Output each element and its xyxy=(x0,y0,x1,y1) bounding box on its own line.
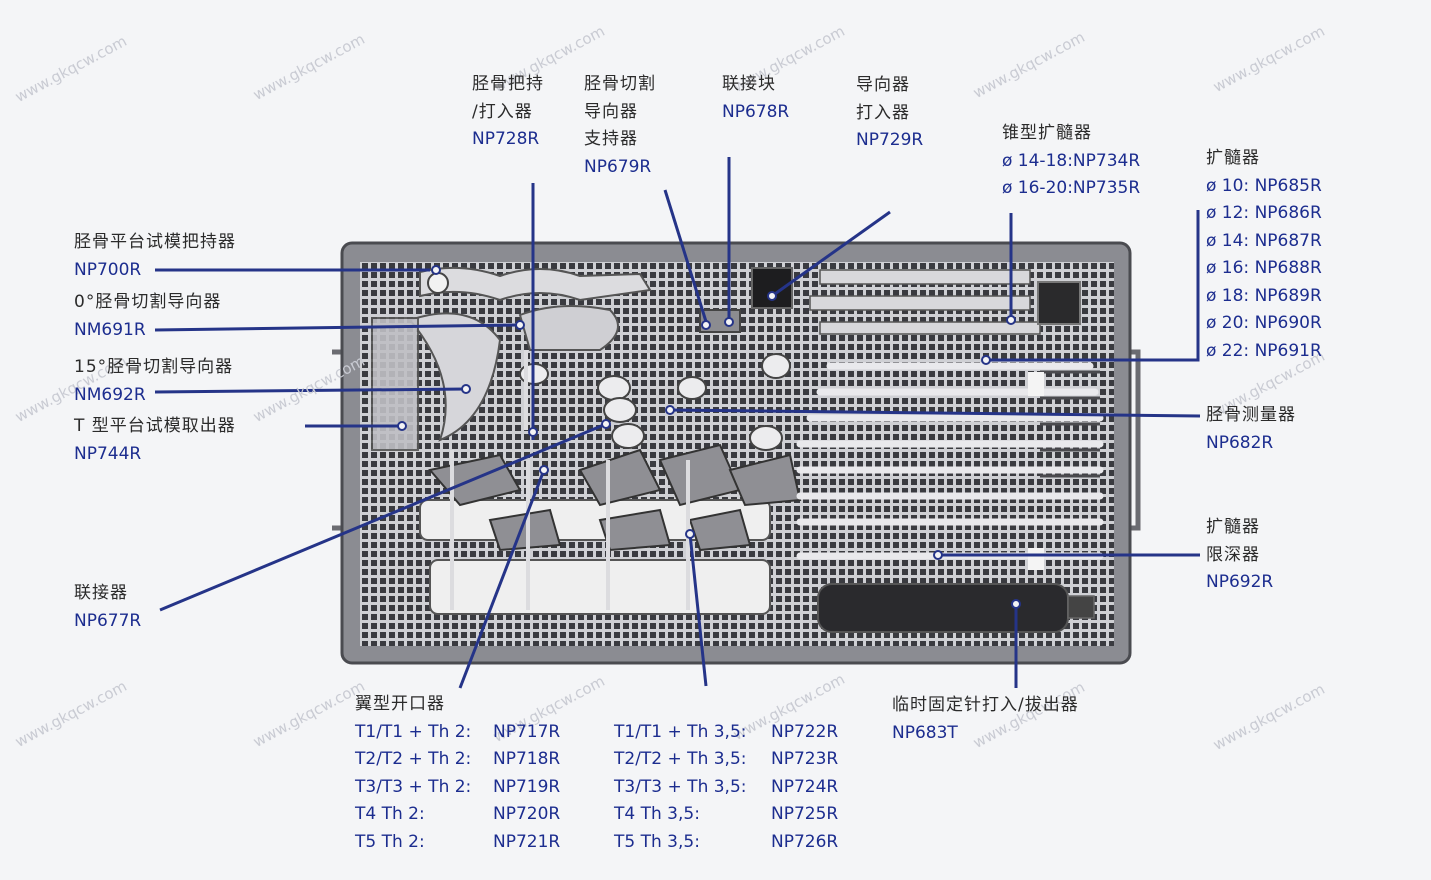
leader-cut-guide-support xyxy=(663,189,710,329)
table-row: T2/T2 + Th 2:NP718R xyxy=(355,749,561,769)
table-row: T5 Th 3,5:NP726R xyxy=(614,831,839,852)
label-pin-driver: 临时固定针打入/拔出器 NP683T xyxy=(892,695,1079,743)
label-wing-opener: 翼型开口器 T1/T1 + Th 2:NP717R T2/T2 + Th 2:N… xyxy=(355,691,575,856)
table-row: T1/T1 + Th 3,5:NP722R xyxy=(614,721,839,742)
label-tapered-reamer: 锥型扩髓器 ø 14-18:NP734R ø 16-20:NP735R xyxy=(1002,123,1141,198)
label-cut-guide-support: 胫骨切割 导向器 支持器 NP679R xyxy=(584,74,656,177)
table-row: T4 Th 3,5:NP725R xyxy=(614,804,839,824)
leader-connector xyxy=(159,422,607,612)
label-guide-impactor: 导向器 打入器 NP729R xyxy=(856,75,924,150)
label-t-trial-extractor: T 型平台试模取出器 NP744R xyxy=(74,416,236,464)
label-reamer-stop: 扩髓器 限深器 NP692R xyxy=(1206,517,1274,592)
table-row: T3/T3 + Th 3,5:NP724R xyxy=(614,776,839,797)
label-connector: 联接器 NP677R xyxy=(74,583,142,631)
table-row: T3/T3 + Th 2:NP719R xyxy=(355,776,561,797)
label-connector-block: 联接块 NP678R xyxy=(722,74,790,122)
label-wing-opener-35: T1/T1 + Th 3,5:NP722R T2/T2 + Th 3,5:NP7… xyxy=(614,719,854,857)
table-row: T4 Th 2:NP720R xyxy=(355,804,561,824)
label-cut-guide-15: 15°胫骨切割导向器 NM692R xyxy=(74,357,234,405)
leader-reamers xyxy=(986,210,1200,362)
leader-wing-opener xyxy=(458,469,546,689)
table-row: T1/T1 + Th 2:NP717R xyxy=(355,721,561,742)
leader-tibia-gauge xyxy=(669,408,1201,418)
cut-guide-shape xyxy=(408,312,502,442)
table-row: T2/T2 + Th 3,5:NP723R xyxy=(614,749,839,769)
label-tibial-holder: 胫骨把持 /打入器 NP728R xyxy=(472,74,544,149)
label-tibia-gauge: 胫骨测量器 NP682R xyxy=(1206,405,1296,453)
table-row: T5 Th 2:NP721R xyxy=(355,831,561,852)
instruments xyxy=(371,266,1104,633)
leader-dots xyxy=(397,265,1021,609)
leader-guide-impactor xyxy=(771,210,891,298)
label-cut-guide-0: 0°胫骨切割导向器 NM691R xyxy=(74,292,222,340)
leader-cut-guide-0 xyxy=(154,323,521,332)
label-trial-holder: 胫骨平台试模把持器 NP700R xyxy=(74,232,236,280)
label-reamers: 扩髓器 ø 10: NP685R ø 12: NP686R ø 14: NP68… xyxy=(1206,148,1322,361)
leader-lines xyxy=(154,157,1201,689)
leader-wing-opener-35 xyxy=(688,533,708,687)
leader-cut-guide-15 xyxy=(154,387,467,394)
